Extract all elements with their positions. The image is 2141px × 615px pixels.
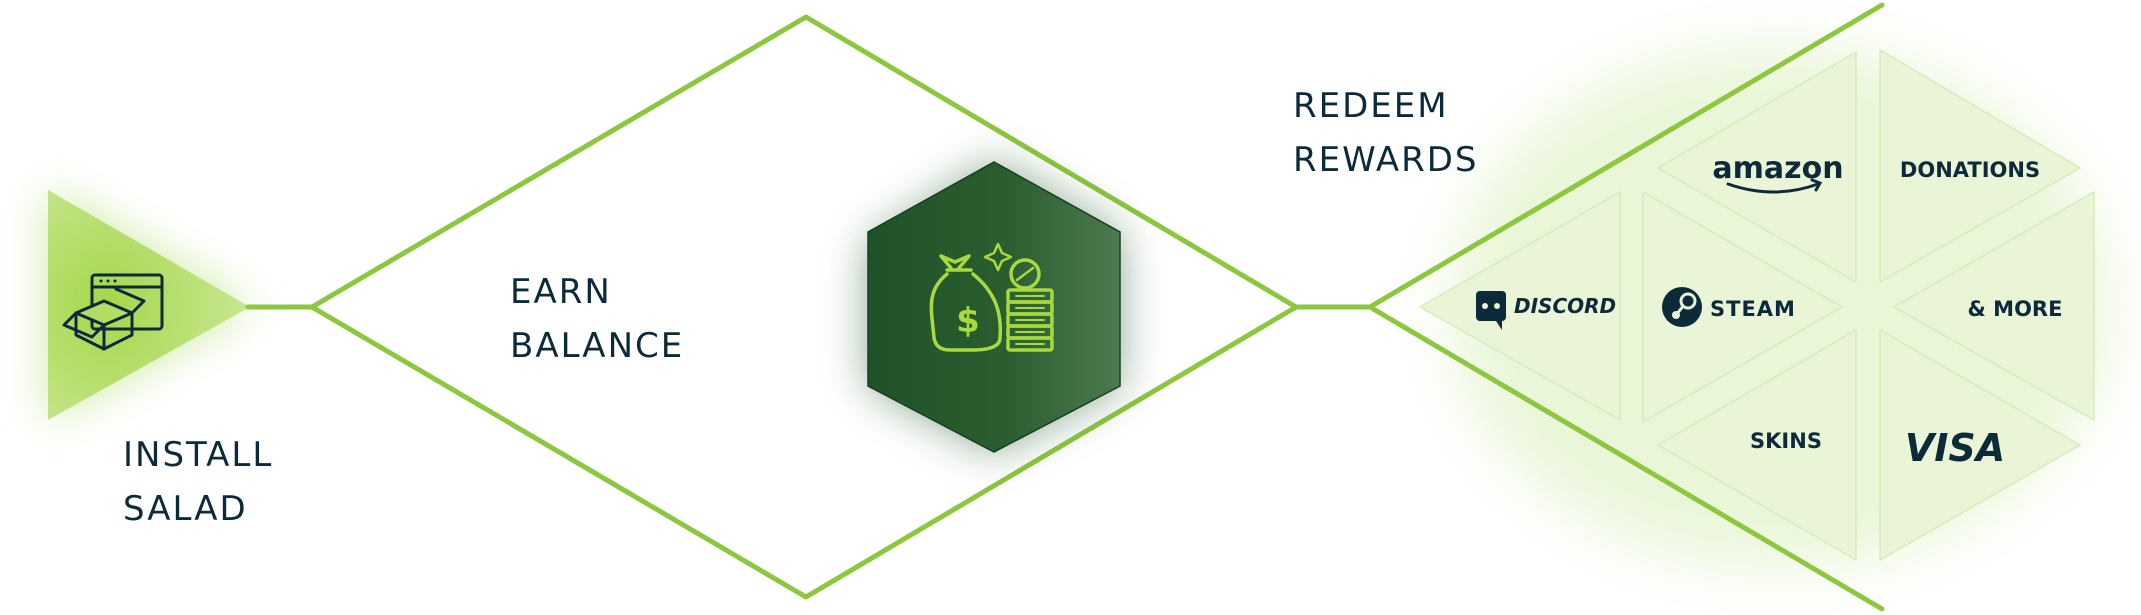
amazon-smile-icon: [1726, 182, 1820, 194]
redeem-lower-line: [1367, 304, 1885, 612]
visa-logo: VISA: [1905, 426, 2005, 470]
tile-visa[interactable]: [1879, 329, 2081, 561]
install-label-line1: INSTALL: [123, 435, 273, 475]
discord-label: DISCORD: [1514, 294, 1616, 318]
tile-donations[interactable]: [1879, 49, 2081, 283]
skins-label: SKINS: [1750, 429, 1822, 453]
donations-label: DONATIONS: [1900, 158, 2040, 182]
tile-skins[interactable]: [1657, 329, 1857, 561]
earn-diamond: [309, 14, 1299, 600]
redeem-label-line2: REWARDS: [1293, 140, 1479, 180]
earn-label-line1: EARN: [510, 272, 612, 312]
tile-steam[interactable]: [1642, 191, 1843, 423]
tile-discord[interactable]: [1419, 191, 1621, 421]
more-label: & MORE: [1968, 297, 2063, 321]
tile-amazon[interactable]: [1657, 51, 1857, 283]
tile-more[interactable]: [1893, 191, 2095, 421]
install-label-line2: SALAD: [123, 489, 248, 529]
svg-text:$: $: [956, 301, 980, 341]
earn-label-line2: BALANCE: [510, 326, 684, 366]
install-triangle: [48, 190, 250, 420]
discord-icon: [1476, 291, 1506, 330]
money-bag-coins-icon: $: [929, 242, 1054, 352]
steam-icon: [1662, 287, 1702, 327]
steam-label: STEAM: [1710, 297, 1796, 321]
redeem-upper-line: [1367, 2, 1885, 310]
redeem-label-line1: REDEEM: [1293, 86, 1449, 126]
app-install-box-icon: [62, 273, 164, 351]
earn-hexagon: [867, 161, 1121, 453]
amazon-logo: amazon: [1712, 151, 1843, 186]
reward-tiles: [1419, 49, 2095, 561]
